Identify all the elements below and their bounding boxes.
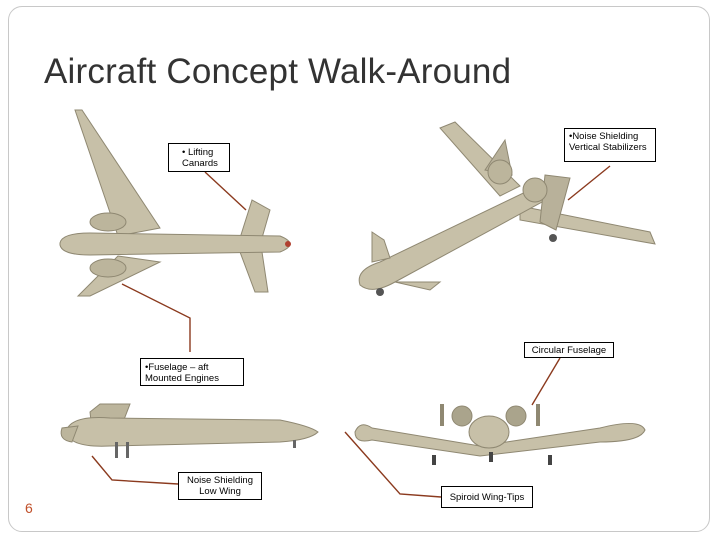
perspective-engine <box>487 159 513 185</box>
perspective-canard-lower <box>394 281 442 291</box>
perspective-wing-right <box>519 205 656 245</box>
callout-lifting-canards: • Lifting Canards <box>168 143 230 172</box>
top-view-nose-detail <box>285 241 291 247</box>
front-view-gear-right <box>548 455 552 465</box>
leader-lines <box>91 165 611 498</box>
front-view-aircraft <box>354 404 646 465</box>
front-view-engine-right <box>505 405 527 427</box>
front-view-gear-left <box>432 455 436 465</box>
perspective-canard <box>371 231 391 263</box>
top-view-canard-upper <box>239 199 271 239</box>
leader-noise-shielding-low-wing <box>91 455 179 485</box>
slide-number: 6 <box>25 500 33 516</box>
front-view-engine-left <box>451 405 473 427</box>
leader-circular-fuselage <box>531 357 561 406</box>
callout-circular-fuselage: Circular Fuselage <box>524 342 614 358</box>
leader-fuselage-aft-engines <box>121 283 191 352</box>
leader-vertical-stabilizers <box>567 165 611 201</box>
perspective-view-aircraft <box>358 121 656 296</box>
front-view-tail-fin <box>440 404 444 426</box>
top-view-engine-upper <box>89 212 127 232</box>
side-view-fuselage <box>65 417 319 447</box>
side-view-gear-main <box>115 442 118 458</box>
front-view-wing <box>354 423 646 457</box>
slide-title: Aircraft Concept Walk-Around <box>44 52 512 91</box>
top-view-aircraft <box>59 109 291 297</box>
side-view-aircraft <box>60 403 319 458</box>
perspective-landing-gear <box>376 288 384 296</box>
perspective-fuselage <box>358 183 556 290</box>
top-view-wing-upper <box>74 109 161 237</box>
callout-noise-shielding-vertical-stabilizers: •Noise Shielding Vertical Stabilizers <box>564 128 656 162</box>
front-view-tail-fin-right <box>536 404 540 426</box>
leader-lifting-canards <box>204 171 247 211</box>
front-view-gear-nose <box>489 452 493 462</box>
front-view-fuselage <box>468 415 510 449</box>
callout-fuselage-aft-engines: •Fuselage – aft Mounted Engines <box>140 358 244 386</box>
callout-spiroid-wing-tips: Spiroid Wing-Tips <box>441 486 533 508</box>
top-view-wing-lower <box>76 255 162 297</box>
side-view-engine <box>60 425 79 443</box>
callout-noise-shielding-low-wing: Noise Shielding Low Wing <box>178 472 262 500</box>
top-view-fuselage <box>59 232 291 256</box>
perspective-landing-gear-rear <box>549 234 557 242</box>
top-view-engine-lower <box>89 258 127 278</box>
side-view-gear-nose <box>293 440 296 448</box>
perspective-tail <box>539 174 571 231</box>
leader-spiroid-wing-tips <box>344 431 442 498</box>
perspective-engine-2 <box>522 177 548 203</box>
top-view-canard-lower <box>239 251 269 293</box>
side-view-gear-main-2 <box>126 442 129 458</box>
